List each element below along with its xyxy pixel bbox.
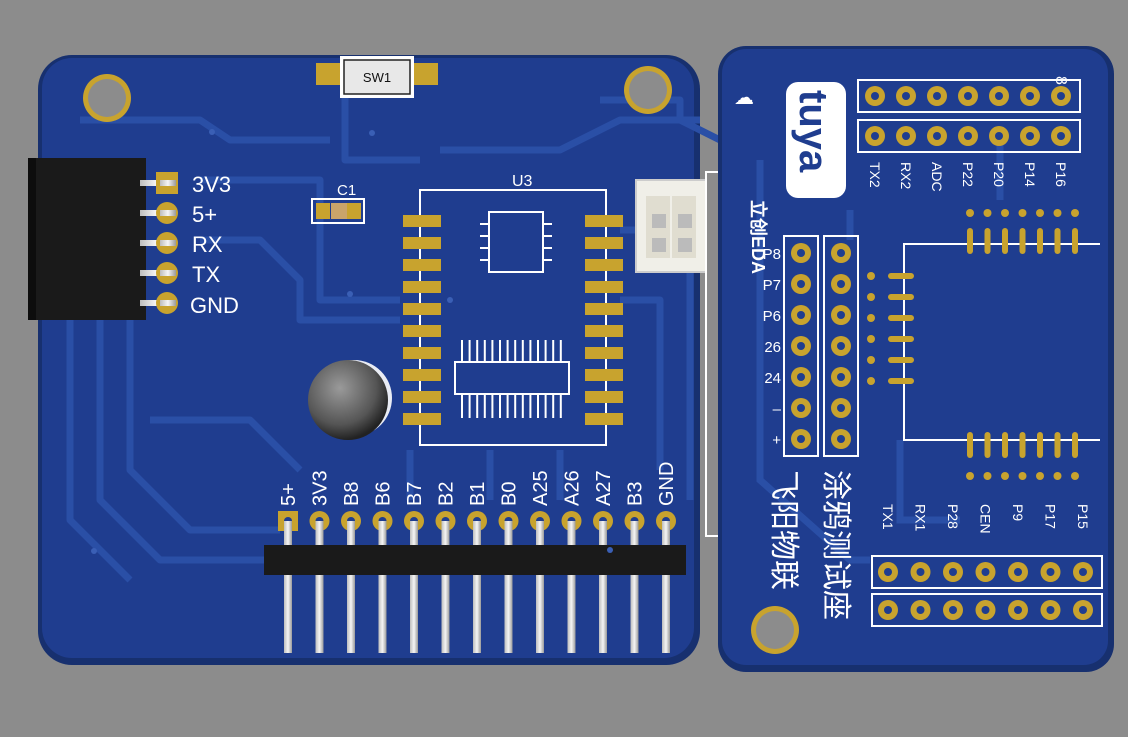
bottom-header-label: A25 — [530, 470, 552, 506]
top-header-labels: TX2 RX2 ADC P22 P20 P14 P16 — [867, 162, 1069, 192]
uart-header-labels: 3V3 5+ RX TX GND — [190, 172, 239, 318]
left-board: SW1 — [28, 55, 723, 665]
eda-logo-cloud-icon: ☁ — [734, 87, 754, 109]
right-bottom-header[interactable] — [871, 555, 1103, 627]
switch-label: SW1 — [363, 70, 391, 85]
left-board-top — [42, 58, 694, 658]
top-header-label: RX2 — [898, 162, 914, 189]
right-bottom-header-label: P9 — [1010, 504, 1026, 521]
bottom-header-label: B7 — [404, 482, 426, 506]
top-header-label: ADC — [929, 162, 945, 192]
capacitor-label: C1 — [337, 182, 356, 199]
eda-logo: ☁ 立创EDA — [734, 87, 769, 274]
bottom-header-label: B6 — [373, 482, 395, 506]
top-header-label: TX2 — [867, 162, 883, 188]
bottom-header-label: A27 — [593, 470, 615, 506]
capacitor-c1: C1 — [311, 182, 365, 224]
module-footprint — [867, 209, 1100, 480]
top-header[interactable]: 8 — [857, 76, 1081, 153]
bottom-header-label: 3V3 — [310, 470, 332, 506]
bottom-header-label: GND — [656, 462, 678, 506]
switch-sw1[interactable]: SW1 — [316, 56, 438, 98]
side-header-label: P8 — [763, 246, 781, 263]
tuya-logo-text: tuya — [791, 90, 835, 173]
bottom-header-label: B3 — [625, 482, 647, 506]
buzzer — [308, 360, 392, 440]
right-bottom-header-label: P15 — [1075, 504, 1091, 529]
uart-header[interactable] — [28, 158, 178, 320]
bottom-header-labels: 5+ 3V3 B8 B6 B7 B2 B1 B0 A25 A26 A27 B3 GND — [278, 462, 678, 506]
side-header-label: P7 — [763, 277, 781, 294]
tuya-logo: tuya — [786, 82, 846, 198]
top-header-label: P20 — [991, 162, 1007, 187]
uart-label-tx: TX — [192, 262, 220, 287]
uart-label-rx: RX — [192, 232, 223, 257]
top-header-corner-mark: 8 — [1052, 76, 1069, 85]
right-board-top — [722, 49, 1108, 665]
side-header-label: 24 — [764, 370, 781, 387]
title-test-socket: 涂鸦测试座 — [819, 470, 852, 620]
right-bottom-header-label: P28 — [945, 504, 961, 529]
uart-label-3v3: 3V3 — [192, 172, 231, 197]
title-company: 飞阳物联 — [767, 470, 800, 590]
uart-label-5v: 5+ — [192, 202, 217, 227]
right-bottom-header-label: CEN — [978, 504, 994, 534]
bottom-header-label: A26 — [562, 470, 584, 506]
right-bottom-header-labels: TX1 RX1 P28 CEN P9 P17 P15 — [880, 504, 1091, 534]
right-bottom-header-label: RX1 — [913, 504, 929, 531]
right-bottom-header-label: TX1 — [880, 504, 896, 530]
side-header[interactable] — [783, 235, 859, 457]
side-header-label: 26 — [764, 339, 781, 356]
bottom-header[interactable] — [264, 511, 686, 653]
bottom-header-label: B1 — [467, 482, 489, 506]
eda-logo-text: 立创EDA — [748, 200, 769, 274]
bottom-header-label: B0 — [499, 482, 521, 506]
left-traces — [66, 90, 722, 583]
side-header-label: – — [773, 401, 782, 418]
bottom-header-label: B8 — [341, 482, 363, 506]
bottom-header-label: B2 — [436, 482, 458, 506]
uart-label-gnd: GND — [190, 293, 239, 318]
top-header-label: P14 — [1022, 162, 1038, 187]
ic-u3: U3 — [403, 173, 623, 446]
side-header-label: P6 — [763, 308, 781, 325]
top-header-label: P22 — [960, 162, 976, 187]
jst-connector[interactable] — [635, 179, 707, 273]
top-header-label: P16 — [1053, 162, 1069, 187]
right-bottom-header-label: P17 — [1043, 504, 1059, 529]
bottom-header-label: 5+ — [278, 483, 300, 506]
ic-label: U3 — [512, 173, 533, 190]
side-header-label: + — [772, 432, 781, 449]
